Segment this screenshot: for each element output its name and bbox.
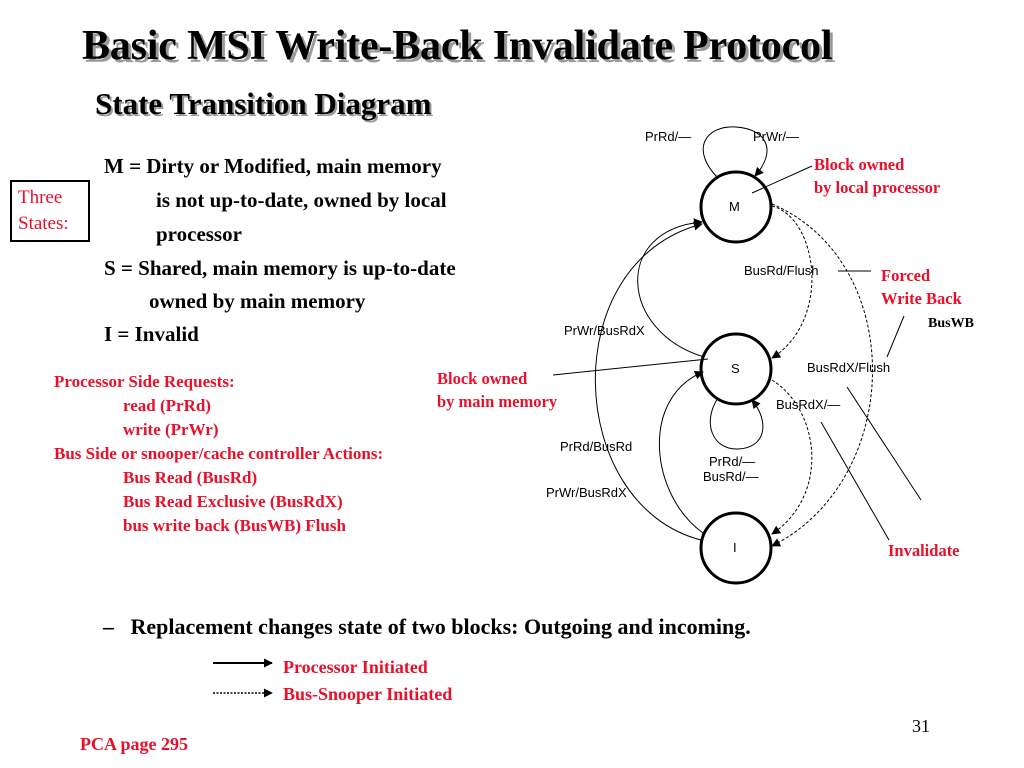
transition-label-s-to-m: PrWr/BusRdX: [564, 323, 645, 338]
transition-label-busrdx-flush: BusRdX/Flush: [807, 360, 891, 375]
arrow-s-to-m: [637, 218, 705, 358]
state-m-circle: [699, 170, 773, 244]
three-states-box: Three States:: [10, 180, 90, 242]
definition-m-line3: processor: [156, 222, 242, 246]
pointer-invalidate-2: [820, 421, 890, 541]
pointer-buswb: [886, 315, 905, 358]
bus-action-item: bus write back (BusWB) Flush: [123, 516, 346, 535]
m-self-loop: [702, 126, 768, 179]
annotation-block-owned-local-1: Block owned: [814, 155, 905, 174]
state-i-circle: [699, 511, 773, 585]
transition-label-i-to-s: PrRd/BusRd: [560, 439, 633, 454]
slide-subtitle: State Transition Diagram: [95, 86, 432, 121]
bus-action-item: Bus Read Exclusive (BusRdX): [123, 492, 343, 511]
state-m-label: M: [729, 199, 740, 214]
legend-bus-snooper-initiated: Bus-Snooper Initiated: [283, 684, 453, 704]
arrow-s-to-i: [771, 379, 813, 535]
transition-label-busrdx-dash: BusRdX/—: [776, 397, 841, 412]
legend-processor-initiated: Processor Initiated: [283, 657, 428, 677]
arrow-i-to-s: [659, 370, 704, 534]
bus-action-item: Bus Read (BusRd): [123, 468, 258, 487]
processor-request-item: write (PrWr): [123, 420, 219, 439]
definition-i: I = Invalid: [104, 322, 199, 346]
transition-label-i-to-m: PrWr/BusRdX: [546, 485, 627, 500]
pointer-invalidate-1: [846, 386, 922, 501]
replacement-bullet: – Replacement changes state of two block…: [103, 614, 751, 640]
definition-s-line1: S = Shared, main memory is up-to-date: [104, 256, 456, 280]
footer-reference: PCA page 295: [80, 734, 188, 754]
annotation-block-owned-local-2: by local processor: [814, 178, 941, 197]
processor-requests-heading: Processor Side Requests:: [54, 372, 235, 391]
annotation-block-owned-memory-2: by main memory: [437, 392, 558, 411]
bullet-text: Replacement changes state of two blocks:…: [130, 614, 751, 639]
bus-actions-heading: Bus Side or snooper/cache controller Act…: [54, 444, 384, 463]
definition-s-line2: owned by main memory: [149, 289, 366, 313]
s-self-loop: [709, 397, 764, 450]
bullet-dash: –: [103, 614, 114, 639]
state-i-label: I: [733, 540, 737, 555]
transition-label-s-loop-prrd: PrRd/—: [709, 454, 756, 469]
transition-label-m-prrd: PrRd/—: [645, 129, 692, 144]
definition-m-line2: is not up-to-date, owned by local: [156, 188, 447, 212]
definition-m-line1: M = Dirty or Modified, main memory: [104, 154, 442, 178]
arrow-i-to-m: [594, 221, 703, 541]
annotation-invalidate: Invalidate: [888, 541, 960, 560]
pointer-block-owned-local: [751, 165, 813, 194]
transition-label-m-prwr: PrWr/—: [753, 129, 799, 144]
state-s-circle: [699, 332, 773, 406]
transition-label-s-loop-busrd: BusRd/—: [703, 469, 759, 484]
pointer-block-owned-memory: [552, 358, 709, 376]
page-number: 31: [912, 716, 930, 736]
slide-title: Basic MSI Write-Back Invalidate Protocol: [82, 23, 833, 69]
transition-label-busrd-flush: BusRd/Flush: [744, 263, 819, 278]
arrow-m-to-i: [771, 203, 873, 547]
annotation-buswb: BusWB: [928, 316, 974, 331]
arrow-m-to-s: [771, 205, 813, 359]
state-s-label: S: [731, 361, 740, 376]
annotation-forced-write-back-1: Forced: [881, 266, 931, 285]
annotation-block-owned-memory-1: Block owned: [437, 369, 528, 388]
annotation-forced-write-back-2: Write Back: [881, 289, 962, 308]
processor-request-item: read (PrRd): [123, 396, 211, 415]
